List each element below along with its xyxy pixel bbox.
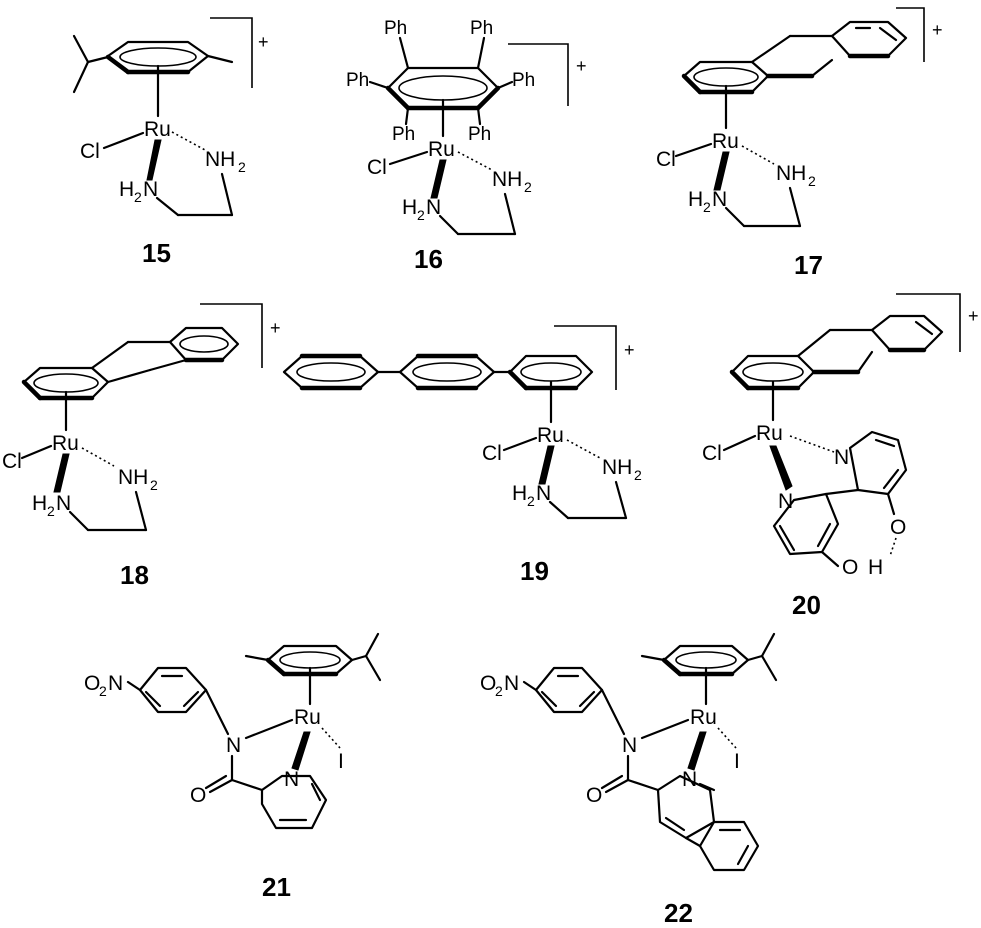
cl-atom: Cl — [702, 442, 722, 465]
cl-atom: Cl — [482, 442, 502, 465]
svg-text:H: H — [119, 178, 134, 201]
h-atom: H — [868, 556, 883, 579]
svg-text:N: N — [426, 196, 441, 219]
ru-atom: Ru — [756, 422, 783, 445]
compound-15: Ru Cl NH 2 H 2 N + 15 — [72, 17, 269, 268]
i-atom: I — [338, 750, 344, 773]
compound-19: Ru Cl NH 2 H 2 N + 19 — [282, 325, 642, 586]
phenyl-ring — [398, 354, 496, 390]
n-atom: N — [834, 446, 849, 469]
ru-atom: Ru — [52, 432, 79, 455]
ph-group: Ph — [512, 70, 535, 91]
svg-text:2: 2 — [495, 683, 503, 699]
compound-label: 21 — [262, 872, 291, 902]
n-atom: N — [284, 768, 299, 791]
compound-label: 16 — [414, 244, 443, 274]
svg-text:+: + — [576, 56, 587, 76]
n-atom: N — [226, 734, 241, 757]
ph-group: Ph — [346, 70, 369, 91]
svg-text:H: H — [512, 482, 527, 505]
compound-17: Ru Cl NH 2 H 2 N + 17 — [656, 7, 943, 280]
svg-text:NH: NH — [205, 148, 235, 171]
compound-16: Ph Ph Ph Ph Ph Ph Ru Cl NH 2 H 2 N + 16 — [346, 18, 587, 274]
compound-label: 17 — [794, 250, 823, 280]
ph-group: Ph — [468, 124, 491, 145]
svg-text:H: H — [688, 188, 703, 211]
svg-text:2: 2 — [47, 503, 55, 519]
svg-text:2: 2 — [527, 493, 535, 509]
svg-text:2: 2 — [634, 467, 642, 483]
compound-label: 19 — [520, 556, 549, 586]
ru-atom: Ru — [537, 424, 564, 447]
i-atom: I — [734, 750, 740, 773]
ru-atom: Ru — [294, 706, 321, 729]
svg-text:2: 2 — [134, 189, 142, 205]
svg-text:N: N — [108, 672, 123, 695]
svg-text:+: + — [968, 306, 979, 326]
svg-text:NH: NH — [776, 162, 806, 185]
ph-group: Ph — [470, 18, 493, 39]
svg-text:2: 2 — [238, 159, 246, 175]
svg-text:H: H — [402, 196, 417, 219]
svg-text:2: 2 — [99, 683, 107, 699]
o-atom: O — [190, 784, 206, 807]
svg-text:2: 2 — [703, 199, 711, 215]
compound-label: 15 — [142, 238, 171, 268]
compound-22: Ru I N O 2 N O N 22 — [480, 632, 778, 928]
svg-text:2: 2 — [524, 179, 532, 195]
ru-atom: Ru — [428, 138, 455, 161]
svg-text:N: N — [712, 188, 727, 211]
svg-text:+: + — [624, 340, 635, 360]
svg-text:NH: NH — [602, 456, 632, 479]
svg-text:+: + — [270, 318, 281, 338]
compound-21: Ru I N O 2 N O N 21 — [84, 632, 382, 902]
o-atom: O — [890, 516, 906, 539]
svg-text:NH: NH — [118, 466, 148, 489]
cl-atom: Cl — [656, 148, 676, 171]
ph-group: Ph — [392, 124, 415, 145]
nitrophenyl-ring — [138, 666, 208, 714]
o-atom: O — [842, 556, 858, 579]
pyridine-ring — [260, 774, 328, 830]
compound-label: 20 — [792, 590, 821, 620]
svg-text:O: O — [84, 672, 100, 695]
compound-20: Ru Cl N N O H O + 20 — [702, 293, 979, 620]
cl-atom: Cl — [367, 156, 387, 179]
svg-text:2: 2 — [417, 207, 425, 223]
svg-text:+: + — [258, 32, 269, 52]
compound-18: Ru Cl NH 2 H 2 N + 18 — [2, 303, 281, 590]
phenyl-ring — [282, 354, 380, 390]
svg-text:NH: NH — [492, 168, 522, 191]
nitrophenyl-ring — [534, 666, 604, 714]
svg-text:O: O — [480, 672, 496, 695]
svg-text:2: 2 — [150, 477, 158, 493]
ph-group: Ph — [384, 18, 407, 39]
cl-atom: Cl — [2, 450, 22, 473]
svg-text:N: N — [504, 672, 519, 695]
cl-atom: Cl — [80, 140, 100, 163]
svg-text:+: + — [932, 20, 943, 40]
ru-atom: Ru — [712, 130, 739, 153]
ru-atom: Ru — [690, 706, 717, 729]
compound-label: 18 — [120, 560, 149, 590]
o-atom: O — [586, 784, 602, 807]
compound-label: 22 — [664, 898, 693, 928]
svg-text:H: H — [32, 492, 47, 515]
svg-text:N: N — [143, 178, 158, 201]
svg-text:N: N — [56, 492, 71, 515]
svg-text:2: 2 — [808, 173, 816, 189]
svg-text:N: N — [536, 482, 551, 505]
ru-atom: Ru — [144, 118, 171, 141]
n-atom: N — [622, 734, 637, 757]
